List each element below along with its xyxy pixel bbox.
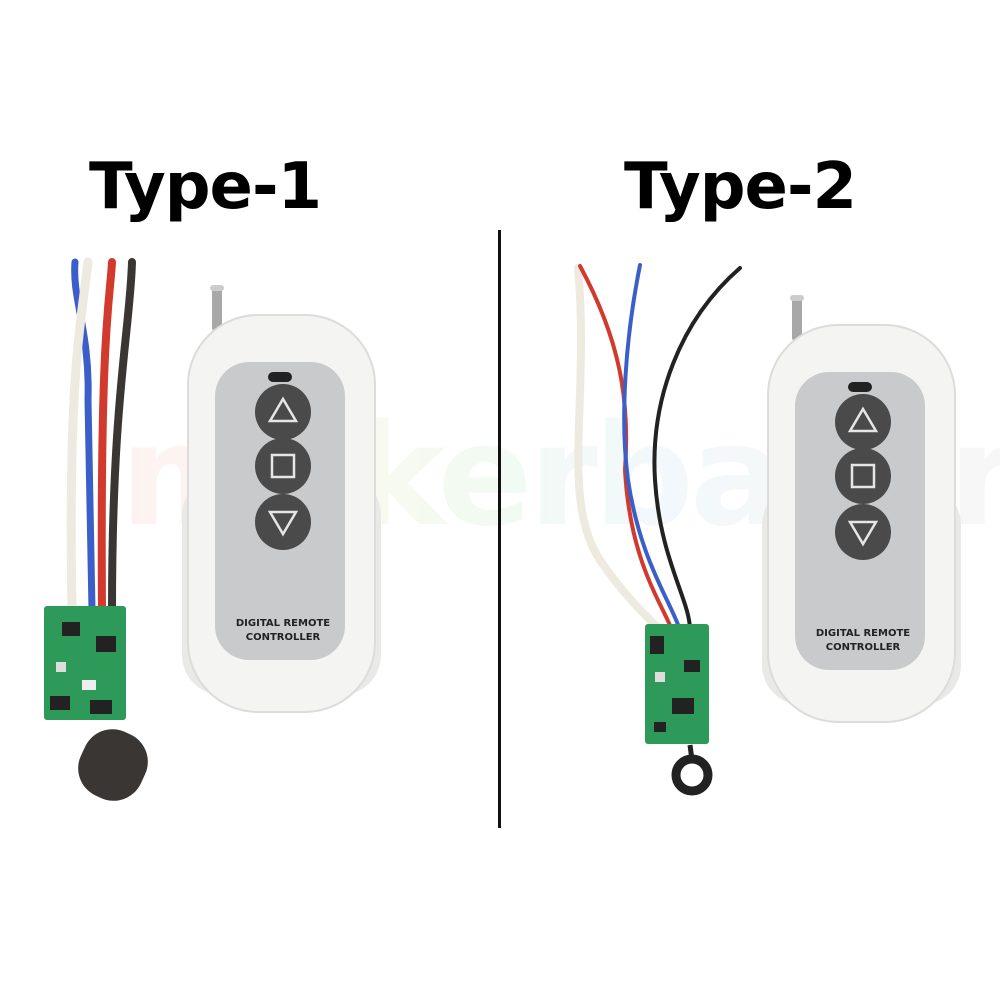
type-1-remote: DIGITAL REMOTE CONTROLLER xyxy=(180,283,383,714)
divider xyxy=(498,230,501,828)
type-2-receiver-board xyxy=(645,624,709,744)
remote-label-line2: CONTROLLER xyxy=(826,642,901,653)
type-1-antenna-coil xyxy=(78,729,148,801)
remote-label-line2: CONTROLLER xyxy=(246,632,321,643)
type-1-title: Type-1 xyxy=(88,150,322,224)
type-2-title: Type-2 xyxy=(623,150,857,224)
remote-label-line1: DIGITAL REMOTE xyxy=(236,618,330,629)
type-2-antenna-coil xyxy=(671,744,713,796)
type-1-receiver-board xyxy=(44,606,126,720)
type-2-wires xyxy=(574,263,742,634)
type-2-remote: DIGITAL REMOTE CONTROLLER xyxy=(760,293,963,724)
type-1-wires xyxy=(66,257,136,615)
remote-label-line1: DIGITAL REMOTE xyxy=(816,628,910,639)
